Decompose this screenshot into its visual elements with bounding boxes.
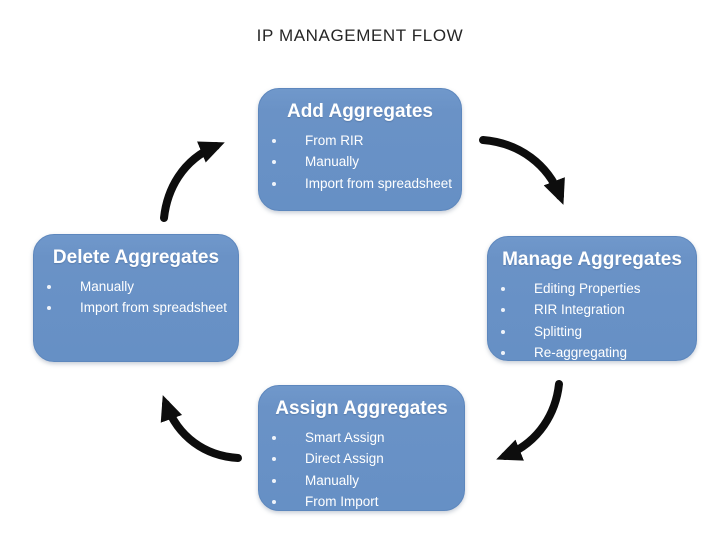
arrow-assign-to-delete — [160, 395, 242, 462]
arrow-delete-to-add — [160, 141, 225, 222]
node-heading: Add Aggregates — [286, 101, 434, 122]
list-item: Direct Assign — [259, 448, 464, 470]
node-heading: Manage Aggregates — [502, 249, 682, 270]
diagram-title: IP MANAGEMENT FLOW — [256, 26, 464, 45]
node-manage-aggregates: Manage Aggregates Editing Properties RIR… — [487, 236, 697, 361]
node-item-list: From RIR Manually Import from spreadshee… — [259, 130, 461, 195]
list-item: Splitting — [488, 321, 696, 343]
node-item-list: Editing Properties RIR Integration Split… — [488, 278, 696, 364]
list-item: Re-aggregating — [488, 342, 696, 364]
list-item: Import from spreadsheet — [34, 297, 238, 319]
list-item: Manually — [34, 276, 238, 298]
list-item: Editing Properties — [488, 278, 696, 300]
node-heading: Delete Aggregates — [52, 247, 220, 268]
list-item: Manually — [259, 151, 461, 173]
list-item: Import from spreadsheet — [259, 173, 461, 195]
arrow-add-to-manage — [479, 136, 565, 205]
node-item-list: Manually Import from spreadsheet — [34, 276, 238, 319]
list-item: Manually — [259, 470, 464, 492]
list-item: From Import — [259, 491, 464, 513]
node-item-list: Smart Assign Direct Assign Manually From… — [259, 427, 464, 513]
node-add-aggregates: Add Aggregates From RIR Manually Import … — [258, 88, 462, 211]
arrow-manage-to-assign — [496, 380, 563, 461]
list-item: Smart Assign — [259, 427, 464, 449]
node-assign-aggregates: Assign Aggregates Smart Assign Direct As… — [258, 385, 465, 511]
node-heading: Assign Aggregates — [275, 398, 448, 419]
list-item: RIR Integration — [488, 299, 696, 321]
list-item: From RIR — [259, 130, 461, 152]
node-delete-aggregates: Delete Aggregates Manually Import from s… — [33, 234, 239, 362]
